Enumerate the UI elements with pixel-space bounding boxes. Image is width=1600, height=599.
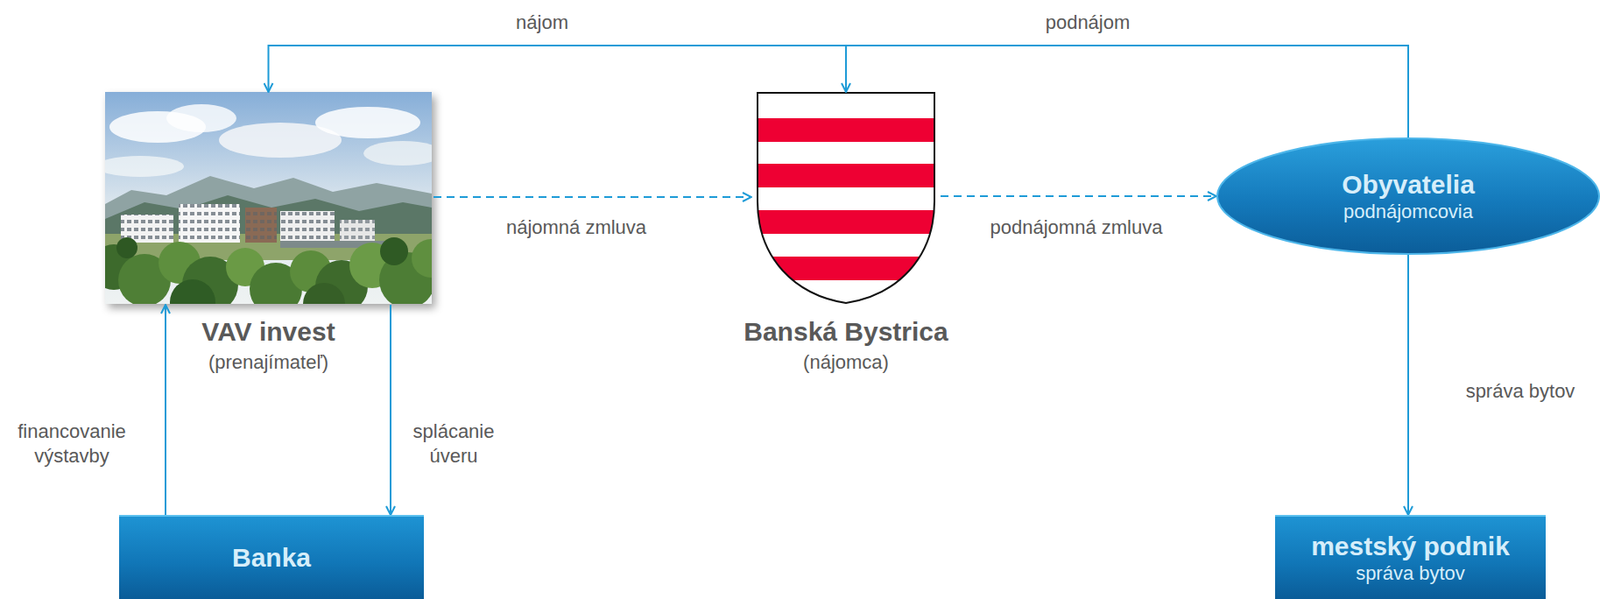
node-subtitle: (nájomca) xyxy=(803,351,889,374)
node-subtitle: podnájomcovia xyxy=(1343,200,1474,224)
shield-outline xyxy=(757,92,935,304)
node-subtitle: správa bytov xyxy=(1355,562,1466,586)
photo-content xyxy=(105,91,432,304)
connector xyxy=(268,45,1410,138)
art-shape xyxy=(105,155,184,177)
building-photo xyxy=(91,91,451,325)
process-box: mestský podnikspráva bytov xyxy=(1275,514,1546,599)
art-shape xyxy=(756,163,936,188)
ellipse-node: Obyvateliapodnájomcovia xyxy=(1216,137,1600,255)
ellipse-outline xyxy=(1217,138,1600,254)
art-shape xyxy=(178,204,240,243)
connector-label: financovanie výstavby xyxy=(14,419,130,468)
art-shape xyxy=(756,187,936,211)
art-shape xyxy=(245,207,277,243)
node-title: VAV invest xyxy=(201,316,335,348)
coat-of-arms xyxy=(756,91,936,307)
art-shape xyxy=(169,279,216,304)
shield-node: Banská Bystrica(nájomca) xyxy=(756,91,936,304)
art-shape xyxy=(411,239,432,278)
art-shape xyxy=(756,118,936,142)
art-shape xyxy=(116,237,138,259)
connector xyxy=(940,195,1217,198)
art-shape xyxy=(756,141,936,164)
art-shape xyxy=(756,233,936,257)
art-shape xyxy=(339,219,375,243)
connector xyxy=(164,304,167,515)
node-title: Obyvatelia xyxy=(1341,169,1475,201)
art-shape xyxy=(315,106,421,139)
connector-label: splácanie úveru xyxy=(409,419,499,468)
art-shape xyxy=(178,204,240,243)
art-shape xyxy=(303,282,346,304)
connector-label: nájom xyxy=(512,10,572,36)
photo-node: VAV invest(prenajímateľ) xyxy=(105,91,432,304)
art-shape xyxy=(756,210,936,234)
art-shape xyxy=(166,104,237,133)
art-shape xyxy=(756,91,936,119)
node-content: mestský podnikspráva bytov xyxy=(1275,516,1546,599)
connector-label: podnájomná zmluva xyxy=(986,215,1167,240)
art-shape xyxy=(245,207,277,243)
connector-label: správa bytov xyxy=(1462,379,1579,404)
node-content: Obyvateliapodnájomcovia xyxy=(1216,137,1600,255)
connector xyxy=(1407,254,1410,515)
art-shape xyxy=(756,256,936,281)
process-box: Banka xyxy=(119,514,424,599)
caption-block: Banská Bystrica (nájomca) xyxy=(743,316,948,374)
node-title: mestský podnik xyxy=(1311,530,1510,563)
art-shape xyxy=(363,140,432,166)
connector-label: podnájom xyxy=(1042,10,1135,36)
caption-block: VAV invest (prenajímateľ) xyxy=(201,316,335,374)
node-title: Banská Bystrica xyxy=(743,316,948,348)
art-shape xyxy=(280,211,335,243)
connector-label: nájomná zmluva xyxy=(502,215,650,240)
connector xyxy=(433,196,752,198)
art-shape xyxy=(280,211,335,243)
node-title: Banka xyxy=(232,542,311,574)
shield-stripes xyxy=(756,91,936,307)
connector xyxy=(389,304,392,515)
node-subtitle: (prenajímateľ) xyxy=(208,351,329,374)
art-shape xyxy=(380,237,409,266)
art-shape xyxy=(339,219,375,243)
node-content: Banka xyxy=(119,516,424,599)
connector xyxy=(845,45,1409,138)
